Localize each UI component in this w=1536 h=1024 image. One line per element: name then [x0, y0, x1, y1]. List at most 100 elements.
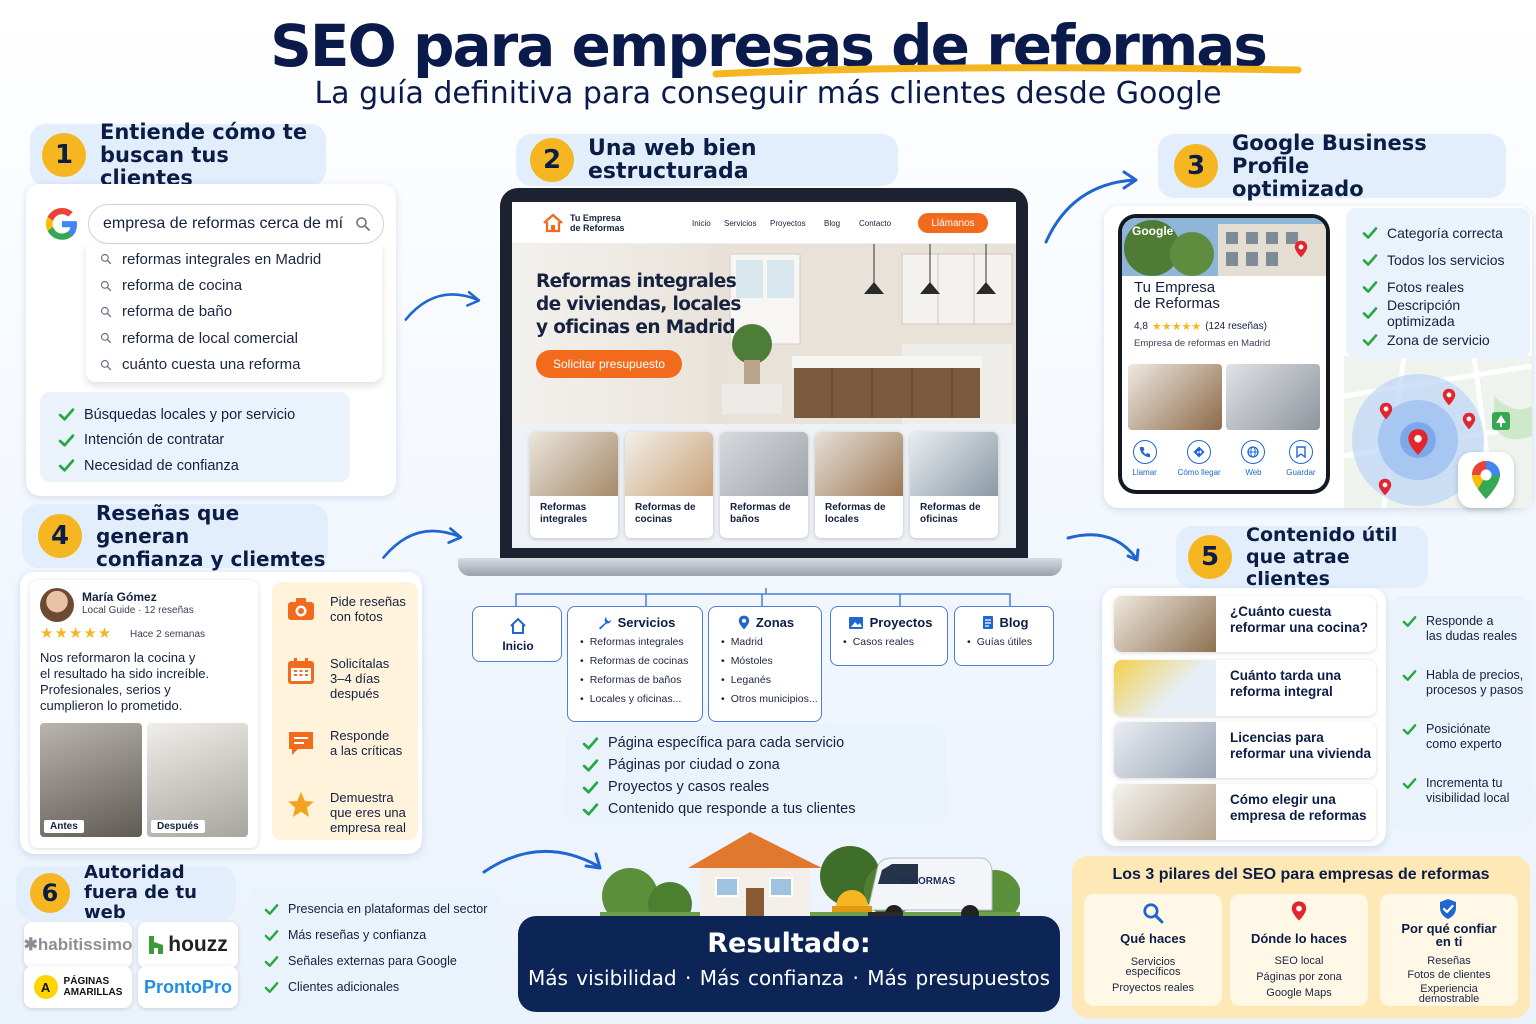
directions-icon — [1193, 446, 1205, 458]
location-pin-icon — [1442, 388, 1456, 406]
search-icon — [100, 253, 112, 265]
result-items: Más visibilidad · Más confianza · Más pr… — [527, 966, 1051, 990]
location-pin-icon — [1291, 900, 1307, 922]
check-icon — [1362, 305, 1378, 321]
check-icon — [1362, 252, 1378, 268]
review-card: María Gómez Local Guide · 12 reseñas ★★★… — [30, 580, 258, 848]
sitemap-proyectos[interactable]: Proyectos Casos reales — [830, 606, 948, 666]
sitemap-zonas[interactable]: Zonas MadridMóstolesLeganésOtros municip… — [708, 606, 822, 722]
building-photo — [1122, 218, 1326, 276]
suggestion-item[interactable]: reforma de baño — [86, 299, 382, 325]
site-nav-blog[interactable]: Blog — [824, 219, 841, 228]
business-rating: 4,8★★★★★(124 reseñas) — [1134, 321, 1267, 333]
sitemap-blog[interactable]: Blog Guías útiles — [954, 606, 1054, 666]
suggestion-item[interactable]: reforma de cocina — [86, 272, 382, 298]
directions-action[interactable]: Cómo llegar — [1178, 440, 1221, 490]
check-icon — [58, 457, 75, 474]
check-icon — [1402, 776, 1417, 791]
check-icon — [582, 757, 599, 774]
after-label: Después — [151, 820, 205, 833]
google-logo-icon — [45, 207, 77, 240]
sitemap-inicio[interactable]: Inicio — [472, 606, 562, 662]
title-underline — [712, 64, 1302, 78]
location-pin-icon — [1379, 402, 1393, 420]
step6-checks: Presencia en plataformas del sector Más … — [250, 886, 500, 1000]
prontopro-logo[interactable]: ProntoPro — [138, 966, 238, 1008]
bookmark-icon — [1296, 446, 1306, 458]
house-logo-icon — [543, 213, 563, 233]
call-button[interactable]: Llámanos — [918, 213, 988, 233]
search-icon — [355, 216, 371, 232]
step1-number: 1 — [42, 133, 86, 177]
after-photo — [147, 723, 248, 837]
check-icon — [1362, 225, 1378, 241]
search-suggestions: reformas integrales en Madrid reforma de… — [86, 244, 382, 382]
reviewer-name: María Gómez — [82, 590, 157, 604]
review-stars: ★★★★★ — [40, 625, 113, 642]
check-icon — [264, 928, 279, 943]
location-pin-icon — [738, 615, 750, 630]
globe-icon — [1247, 446, 1260, 458]
pillars-title: Los 3 pilares del SEO para empresas de r… — [1112, 866, 1490, 883]
location-pin-icon — [1294, 240, 1308, 258]
arrow-icon — [380, 510, 468, 570]
check-icon — [264, 902, 279, 917]
star-icon — [288, 792, 314, 817]
habitissimo-logo[interactable]: ✱habitissimo — [24, 922, 132, 968]
search-input[interactable]: empresa de reformas cerca de mí — [88, 204, 384, 244]
call-action[interactable]: Llamar — [1132, 440, 1157, 490]
step2-number: 2 — [530, 138, 574, 182]
suggestion-item[interactable]: reforma de local comercial — [86, 325, 382, 351]
phone-icon — [1139, 447, 1150, 458]
houzz-logo[interactable]: houzz — [138, 922, 238, 968]
step2-checks: Página específica para cada servicio Pág… — [566, 724, 946, 826]
step1-checks: Búsquedas locales y por servicio Intenci… — [40, 392, 350, 482]
check-icon — [264, 980, 279, 995]
save-action[interactable]: Guardar — [1286, 440, 1316, 490]
result-banner: Resultado: Más visibilidad · Más confian… — [518, 916, 1060, 1012]
site-nav-servicios[interactable]: Servicios — [724, 219, 757, 228]
suggestion-item[interactable]: reformas integrales en Madrid — [86, 246, 382, 272]
kitchen-image — [722, 244, 1016, 424]
quote-button[interactable]: Solicitar presupuesto — [536, 350, 682, 378]
park-icon — [1492, 412, 1510, 430]
site-nav-contacto[interactable]: Contacto — [859, 219, 892, 228]
maps-app-icon — [1458, 452, 1514, 508]
step4-number: 4 — [38, 514, 82, 558]
shield-check-icon — [1440, 899, 1456, 919]
van-label: REFORMAS — [898, 876, 956, 887]
site-nav-inicio[interactable]: Inicio — [692, 219, 711, 228]
before-photo — [40, 723, 142, 837]
wrench-icon — [598, 616, 611, 630]
web-action[interactable]: Web — [1241, 440, 1266, 490]
review-time: Hace 2 semanas — [130, 629, 206, 640]
suggestion-item[interactable]: cuánto cuesta una reforma — [86, 352, 382, 378]
calendar-icon — [288, 658, 314, 684]
check-icon — [1362, 279, 1378, 295]
check-icon — [264, 954, 279, 969]
site-nav-proyectos[interactable]: Proyectos — [770, 219, 806, 228]
document-icon — [982, 616, 993, 629]
check-icon — [1402, 668, 1417, 683]
chat-icon — [289, 732, 313, 755]
before-label: Antes — [44, 820, 84, 833]
